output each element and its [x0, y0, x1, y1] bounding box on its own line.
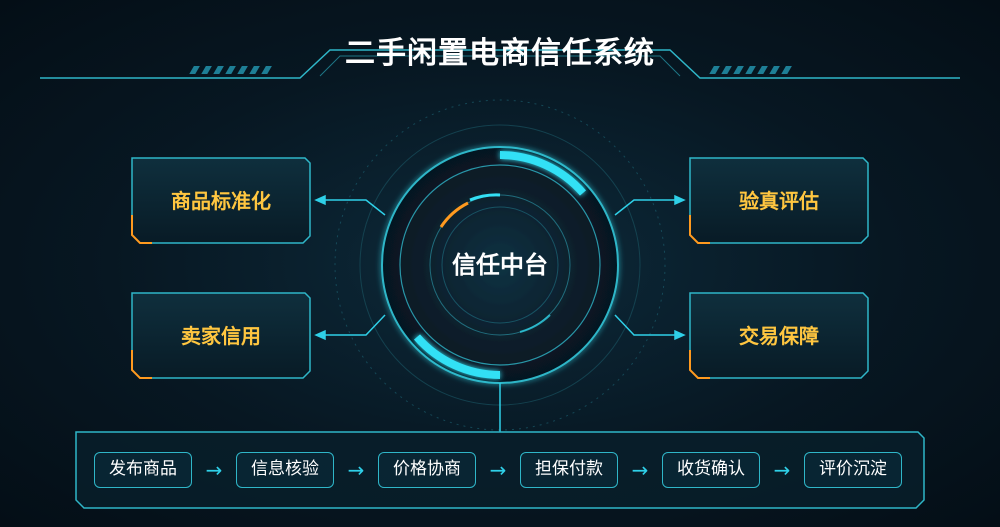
module-box-right-bottom-frame: [689, 292, 869, 379]
central-hub: [334, 99, 666, 431]
flow-step: 价格协商: [378, 452, 476, 488]
module-box-right-top-frame: [689, 157, 869, 244]
title-hatch-left: [189, 66, 272, 74]
arc-bottom-left: [413, 334, 501, 379]
title-hatch-right: [709, 66, 792, 74]
module-box-left-bottom-frame: [131, 292, 311, 379]
flow-step: 担保付款: [520, 452, 618, 488]
flow-arrow: →: [489, 458, 507, 482]
arc-inner-cyan-2: [519, 314, 551, 333]
inner-ring-1: [399, 164, 601, 366]
flow-step: 收货确认: [662, 452, 760, 488]
module-right-top: 验真评估: [739, 189, 819, 213]
flow-step: 信息核验: [236, 452, 334, 488]
module-right-bottom: 交易保障: [739, 324, 819, 348]
module-left-bottom: 卖家信用: [181, 324, 261, 348]
flow-arrow: →: [347, 458, 365, 482]
connectors: [314, 194, 686, 432]
page-title: 二手闲置电商信任系统: [345, 36, 655, 71]
module-box-left-top-frame: [131, 157, 311, 244]
center-hub-label: 信任中台: [452, 251, 548, 279]
arc-inner-cyan: [469, 193, 501, 202]
inner-ring-3: [441, 206, 559, 324]
arc-top-right: [499, 151, 587, 196]
arc-orange: [439, 201, 469, 228]
flow-arrow: →: [773, 458, 791, 482]
flow-step: 评价沉淀: [804, 452, 902, 488]
module-left-top: 商品标准化: [171, 189, 271, 213]
flow-arrow: →: [631, 458, 649, 482]
flow-panel-frame: [75, 431, 925, 509]
flow-arrow: →: [205, 458, 223, 482]
flow-step: 发布商品: [94, 452, 192, 488]
title-frame: [40, 49, 960, 79]
